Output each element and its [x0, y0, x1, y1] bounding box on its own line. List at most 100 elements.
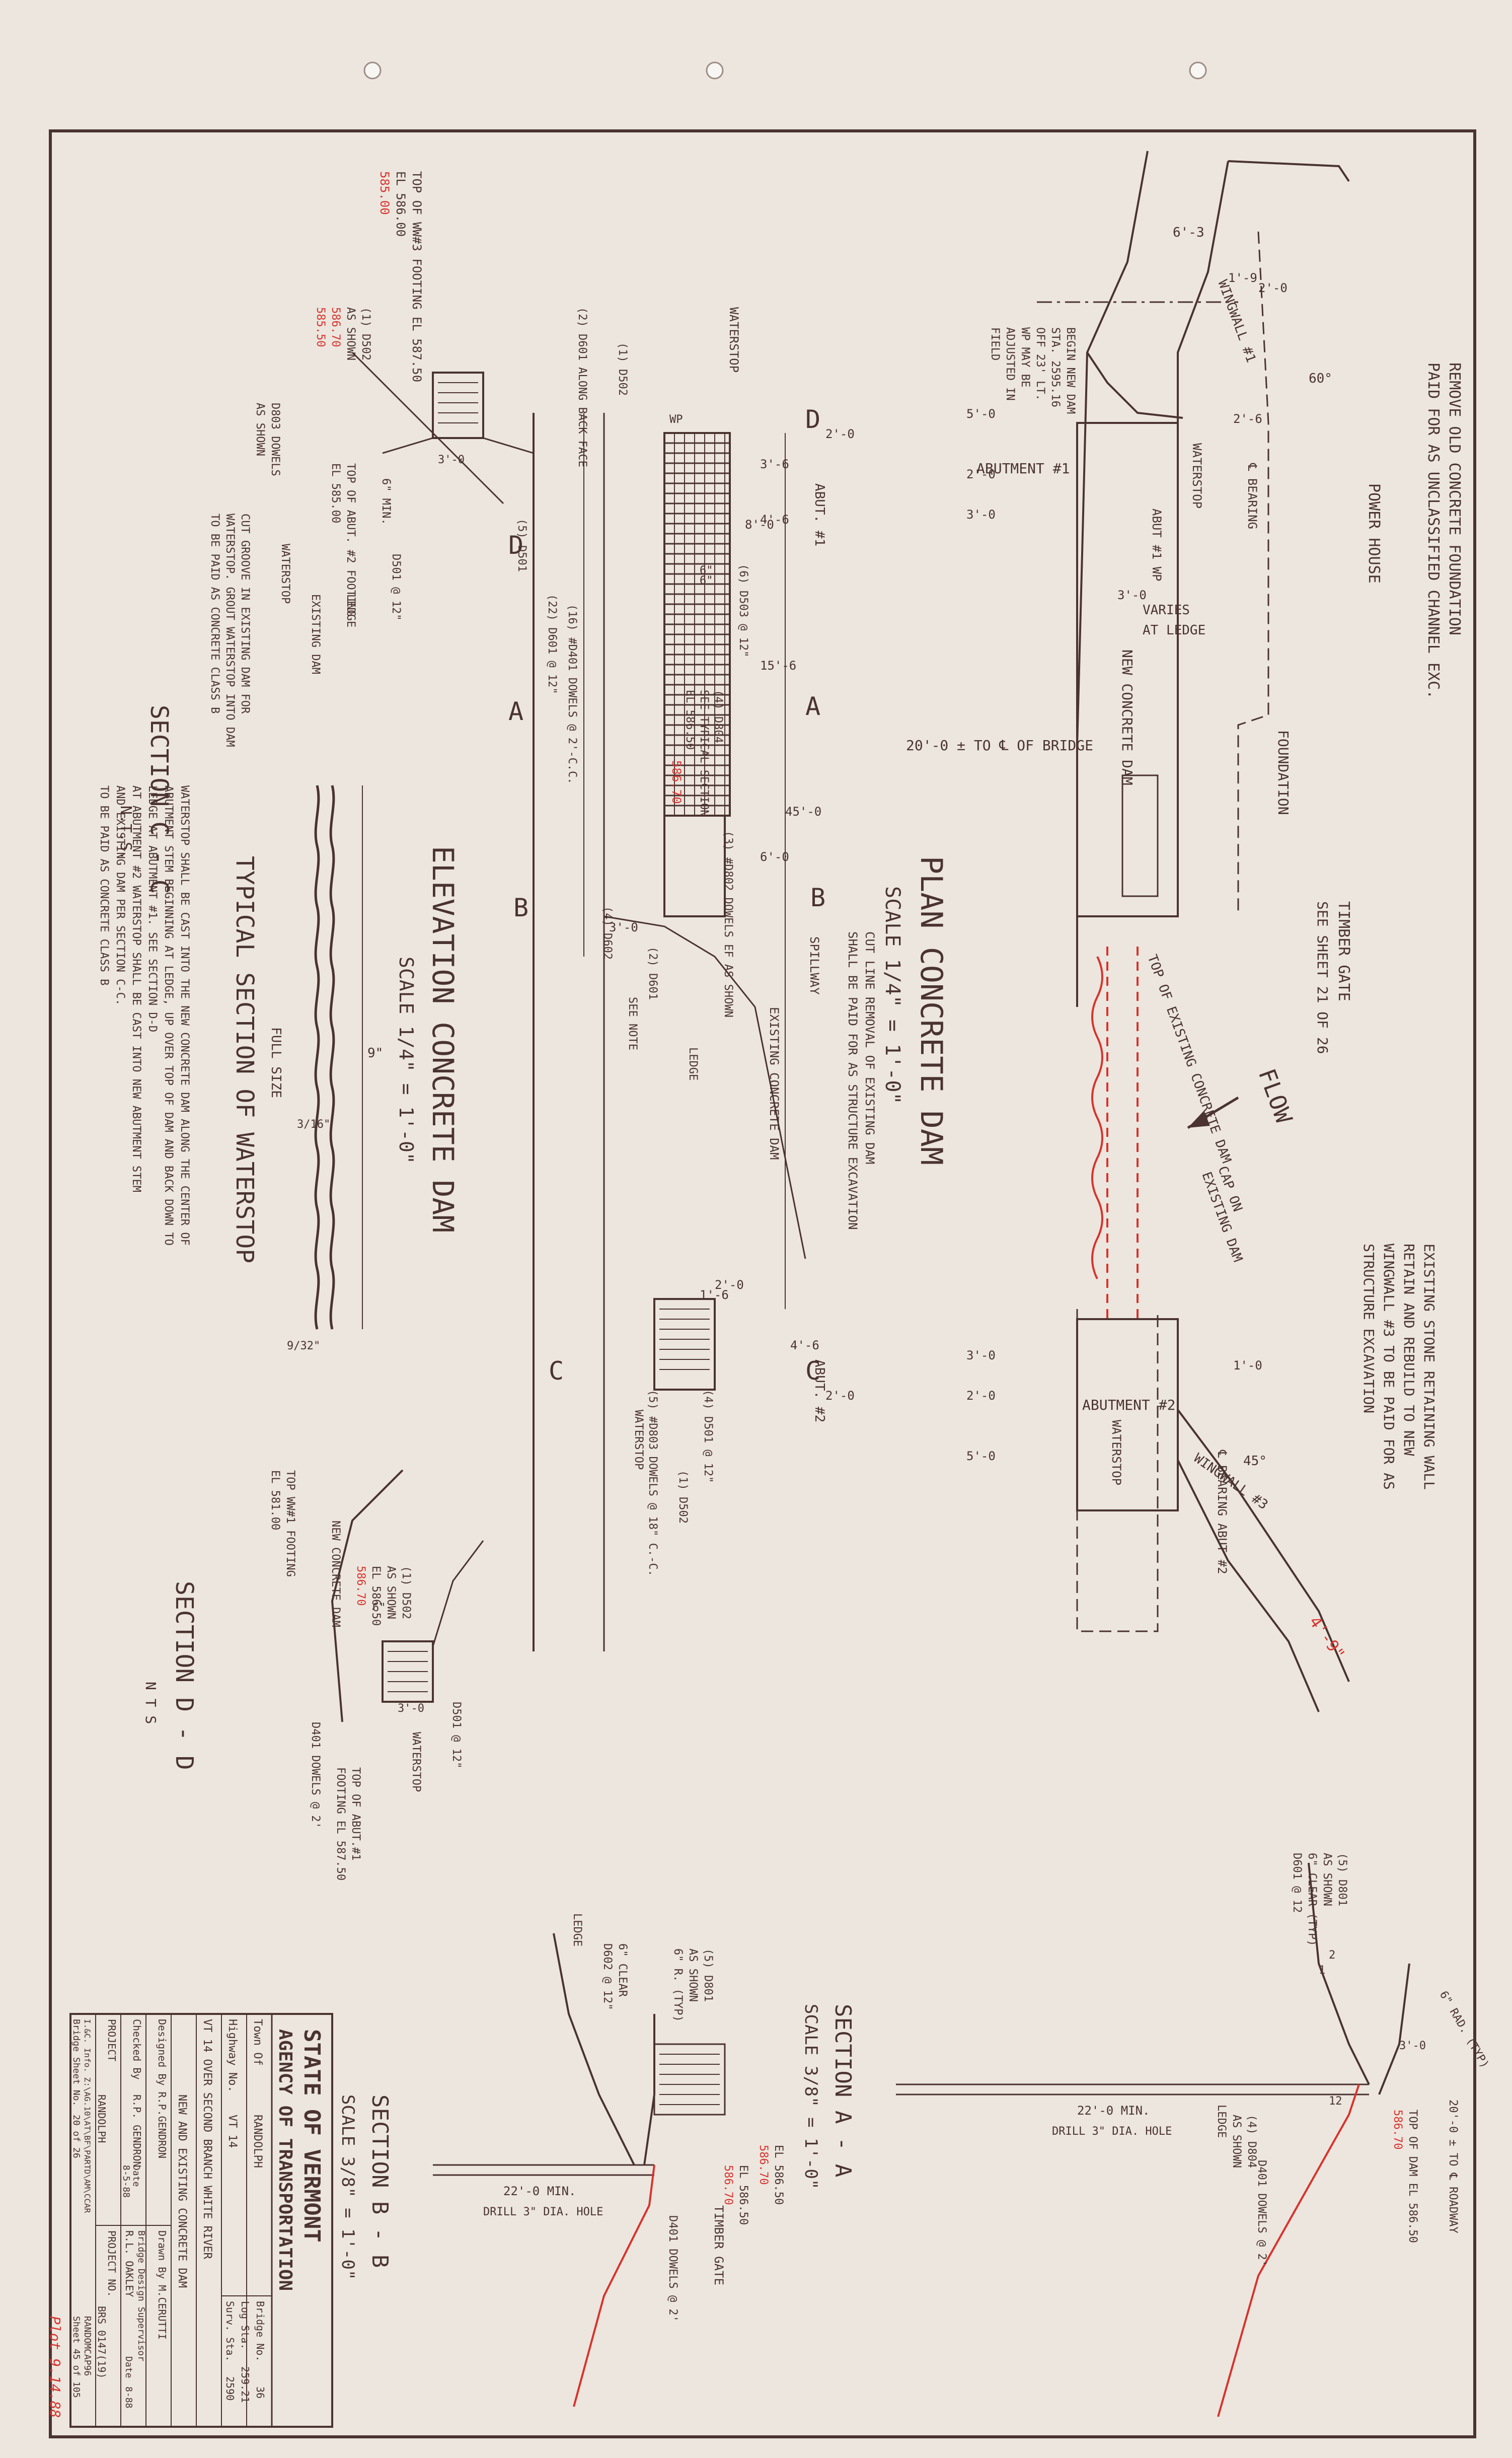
at-ledge-label: AT LEDGE	[1143, 623, 1205, 638]
existing-wall-4: STRUCTURE EXCAVATION	[1360, 1244, 1377, 1413]
tb-highway-label: Highway No.	[226, 2019, 239, 2092]
section-d-mark-2: D	[508, 531, 523, 560]
abutment-2-plan	[1076, 1318, 1179, 1511]
handwritten-plot-note: Plot 9.14.88	[47, 2316, 63, 2418]
bb-timber-gate	[653, 2043, 726, 2116]
d401-label: (16) #D401 DOWELS @ 2'-C.C.	[566, 604, 578, 784]
aa-outline	[1308, 1862, 1370, 2085]
section-a-mark-2: A	[508, 697, 523, 726]
elev-el-red: 586.70	[669, 760, 684, 804]
cut-note-1: CUT LINE REMOVAL OF EXISTING DAM	[863, 931, 877, 1164]
dd-hatch	[388, 1651, 428, 1692]
elevation-concrete-dam: ELEVATION CONCRETE DAM SCALE 1/4" = 1'-0…	[395, 307, 877, 1651]
aa-dim-2: 2	[1329, 1949, 1335, 1962]
dim-elev-45-0: 45'-0	[785, 805, 821, 819]
cc-d803: D803 DOWELS	[269, 403, 281, 476]
d502-label: (1) D502	[616, 342, 629, 396]
tb-log-sta: 259.21	[239, 2366, 251, 2403]
dim-3-0b: 3'-0	[1117, 588, 1147, 602]
waterstop-elev-label-2: WATERSTOP	[632, 1410, 645, 1470]
cc-red1: 586.70	[329, 307, 342, 347]
cc-cut1: CUT GROOVE IN EXISTING DAM FOR	[239, 514, 251, 714]
bb-min: 22'-0 MIN.	[503, 2184, 576, 2198]
abutment-1-face	[1086, 351, 1183, 419]
existing-wall-3: WINGWALL #3 TO BE PAID FOR AS	[1381, 1244, 1397, 1490]
tb-date1: 8-5-88	[121, 2165, 131, 2198]
dim-elev-3-6: 3'-6	[760, 457, 789, 471]
tb-date1-label: Date	[131, 2165, 141, 2187]
d601-label: (2) D601 ALONG BACK FACE	[576, 307, 588, 467]
dim-elev-1-6: 1'-6	[700, 1288, 729, 1302]
bb-scale: SCALE 3/8" = 1'-0"	[338, 2094, 358, 2280]
cc-as-shown-2: AS SHOWN	[254, 403, 266, 456]
tb-location: VT 14 OVER SECOND BRANCH WHITE RIVER	[201, 2019, 213, 2260]
d602-label: (4) D602	[601, 906, 614, 960]
waterstop-note-2: ABUTMENT STEM BEGINNING AT LEDGE, UP OVE…	[162, 785, 175, 1246]
wingwall-3-inner	[1177, 1460, 1320, 1712]
aa-dim-12: 12	[1329, 2095, 1342, 2108]
dd-block	[382, 1640, 434, 1703]
aa-top-dam: TOP OF DAM EL 586.50	[1406, 2110, 1419, 2243]
abut2-hatch	[659, 1309, 710, 1370]
bearing2-label: ℄ BEARING ABUT #2	[1215, 1450, 1229, 1574]
cc-existing	[351, 351, 504, 504]
flow-arrowhead	[1188, 1111, 1210, 1128]
section-c-c: SECTION C - C N.T.S. TOP OF WW#3 FOOTING…	[117, 171, 534, 894]
bb-d801: (5) D801	[702, 1948, 714, 2002]
section-b-mark: B	[810, 883, 825, 912]
dim-2-0b: 2'-0	[966, 467, 996, 481]
dim-1-9: 1'-9	[1228, 271, 1257, 285]
aa-d601: D601 @ 12	[1291, 1853, 1303, 1913]
section-a-a: SECTION A - A SCALE 3/8" = 1'-0" (5) D80…	[801, 1853, 1491, 2417]
d501b-label: (4) D501 @ 12"	[702, 1390, 714, 1483]
dim-elev-6-0: 6'-0	[760, 850, 789, 864]
waterstop-note-1: WATERSTOP SHALL BE CAST INTO THE NEW CON…	[178, 785, 191, 1246]
waterstop-profile	[314, 785, 320, 1330]
dd-nts: N T S	[142, 1682, 159, 1724]
tb-date2-label: Date	[123, 2356, 134, 2378]
cc-nts: N.T.S.	[117, 806, 134, 860]
tb-supervisor-label: Bridge Design Supervisor	[136, 2230, 146, 2361]
aa-d804: (4) D804	[1245, 2115, 1258, 2168]
begin-5: ADJUSTED IN	[1004, 327, 1016, 401]
dd-d401: D401 DOWELS @ 2'	[309, 1722, 322, 1829]
aa-scale: SCALE 3/8" = 1'-0"	[801, 2004, 821, 2189]
punch-hole	[1189, 61, 1207, 80]
remove-note-1: REMOVE OLD CONCRETE FOUNDATION	[1446, 363, 1463, 635]
dim-45-deg: 45°	[1243, 1454, 1267, 1469]
abut2-label: ABUT. #2	[812, 1359, 827, 1422]
elev-el-label: EL 586.50	[684, 690, 696, 750]
cut-note-2: SHALL BE PAID FOR AS STRUCTURE EXCAVATIO…	[846, 931, 860, 1230]
dd-d501: D501 @ 12"	[450, 1702, 463, 1768]
d501-label: (5) D501	[515, 519, 528, 572]
cc-cut3: TO BE PAID AS CONCRETE CLASS B	[208, 514, 221, 713]
aa-as-shown-2: AS SHOWN	[1230, 2115, 1243, 2168]
d503-label: (6) D503 @ 12"	[737, 564, 749, 657]
cc-hatch	[438, 382, 478, 423]
aa-clear: 6" CLEAR (TYP)	[1306, 1853, 1318, 1946]
cc-dim-3-0: 3'-0	[438, 454, 465, 466]
d802-label: (3) #D802 DOWELS EF AS SHOWN	[722, 831, 734, 1018]
tb-town: RANDOLPH	[251, 2115, 264, 2168]
aa-top-dam-red: 586.70	[1391, 2110, 1404, 2149]
tb-surv-sta: 2590	[224, 2376, 236, 2401]
dd-top-abut: TOP OF ABUT.#1	[349, 1767, 362, 1860]
cc-top-ww-red: 585.00	[377, 171, 392, 215]
spillway-label: SPILLWAY	[807, 936, 821, 995]
d804-label: (4) D804	[712, 690, 724, 743]
dd-d502: (1) D502	[400, 1566, 412, 1619]
title-block: STATE OF VERMONT AGENCY OF TRANSPORTATIO…	[69, 2013, 333, 2428]
dd-el: EL 586.50	[369, 1566, 382, 1626]
tb-drawn: Drawn By M.CERUTTI	[156, 2230, 168, 2340]
spillway-block	[663, 815, 726, 917]
see-typ-label: SEE TYPICAL SECTION	[698, 690, 710, 817]
waterstop-dim-932: 9/32"	[287, 1340, 320, 1352]
bb-timber-gate-label: TIMBER GATE	[712, 2205, 726, 2285]
waterstop-dim-9: 9"	[367, 1046, 383, 1061]
cc-top-abut-el: EL 585.00	[329, 463, 342, 523]
begin-3: OFF 23' LT.	[1034, 327, 1046, 401]
begin-2: STA. 2595.16	[1049, 327, 1062, 407]
waterstop-profile-2	[329, 785, 335, 1330]
new-concrete-dam-plan	[1076, 422, 1179, 917]
tb-project-label: PROJECT	[106, 2019, 118, 2061]
